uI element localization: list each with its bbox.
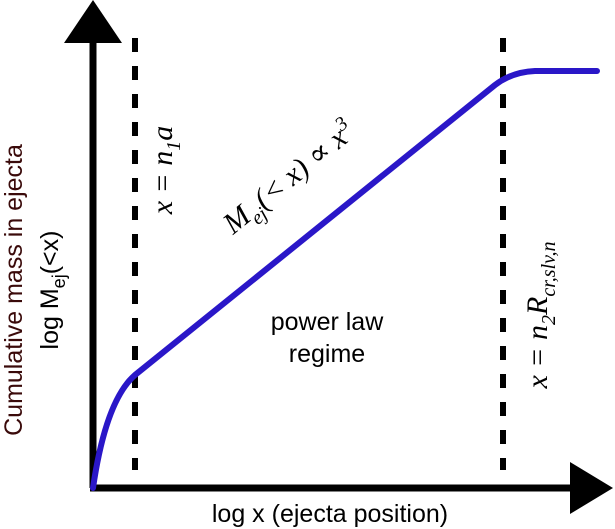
x-axis-label: log x (ejecta position) — [212, 500, 448, 528]
svg-text:power law: power law — [271, 308, 384, 336]
curve-power-law-label: Mej(< x) ∝ x3 — [214, 112, 365, 245]
svg-text:x = n1a: x = n1a — [146, 126, 185, 216]
left-marker-label: x = n1a — [146, 126, 185, 216]
y-axis-label: Cumulative mass in ejecta log Mej(<x) — [0, 144, 69, 436]
cumulative-mass-curve — [90, 68, 600, 491]
right-marker-label: x = n2Rcr,slv,n — [521, 241, 560, 389]
y-axis-arrowhead — [64, 0, 122, 43]
power-law-region-label: power law regime — [271, 308, 384, 368]
svg-text:x = n2Rcr,slv,n: x = n2Rcr,slv,n — [521, 241, 560, 389]
y-axis-label-line1: Cumulative mass in ejecta — [0, 144, 28, 436]
svg-text:Cumulative mass in ejecta: Cumulative mass in ejecta — [0, 144, 28, 436]
axes — [64, 0, 613, 514]
svg-text:log Mej(<x): log Mej(<x) — [36, 231, 69, 350]
svg-text:regime: regime — [289, 340, 365, 368]
x-axis-arrowhead — [570, 462, 613, 514]
svg-text:Mej(< x) ∝ x3: Mej(< x) ∝ x3 — [214, 112, 365, 245]
